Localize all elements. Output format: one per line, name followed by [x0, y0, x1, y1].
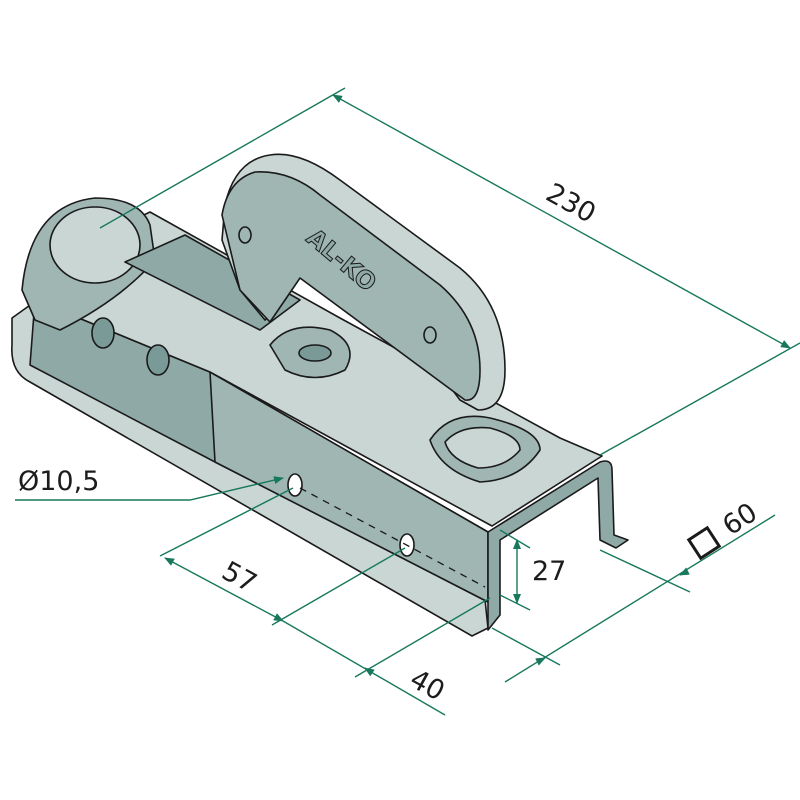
dimension-hole-diameter-label: Ø10,5 — [18, 466, 100, 497]
dimension-lines — [15, 87, 800, 716]
bolt — [146, 344, 170, 376]
rivet — [238, 226, 252, 244]
bolt — [91, 317, 115, 349]
mounting-hole — [287, 473, 303, 497]
channel-end — [487, 460, 629, 631]
dimension-hole-height-label: 27 — [532, 556, 567, 587]
square-symbol-icon — [686, 525, 722, 561]
